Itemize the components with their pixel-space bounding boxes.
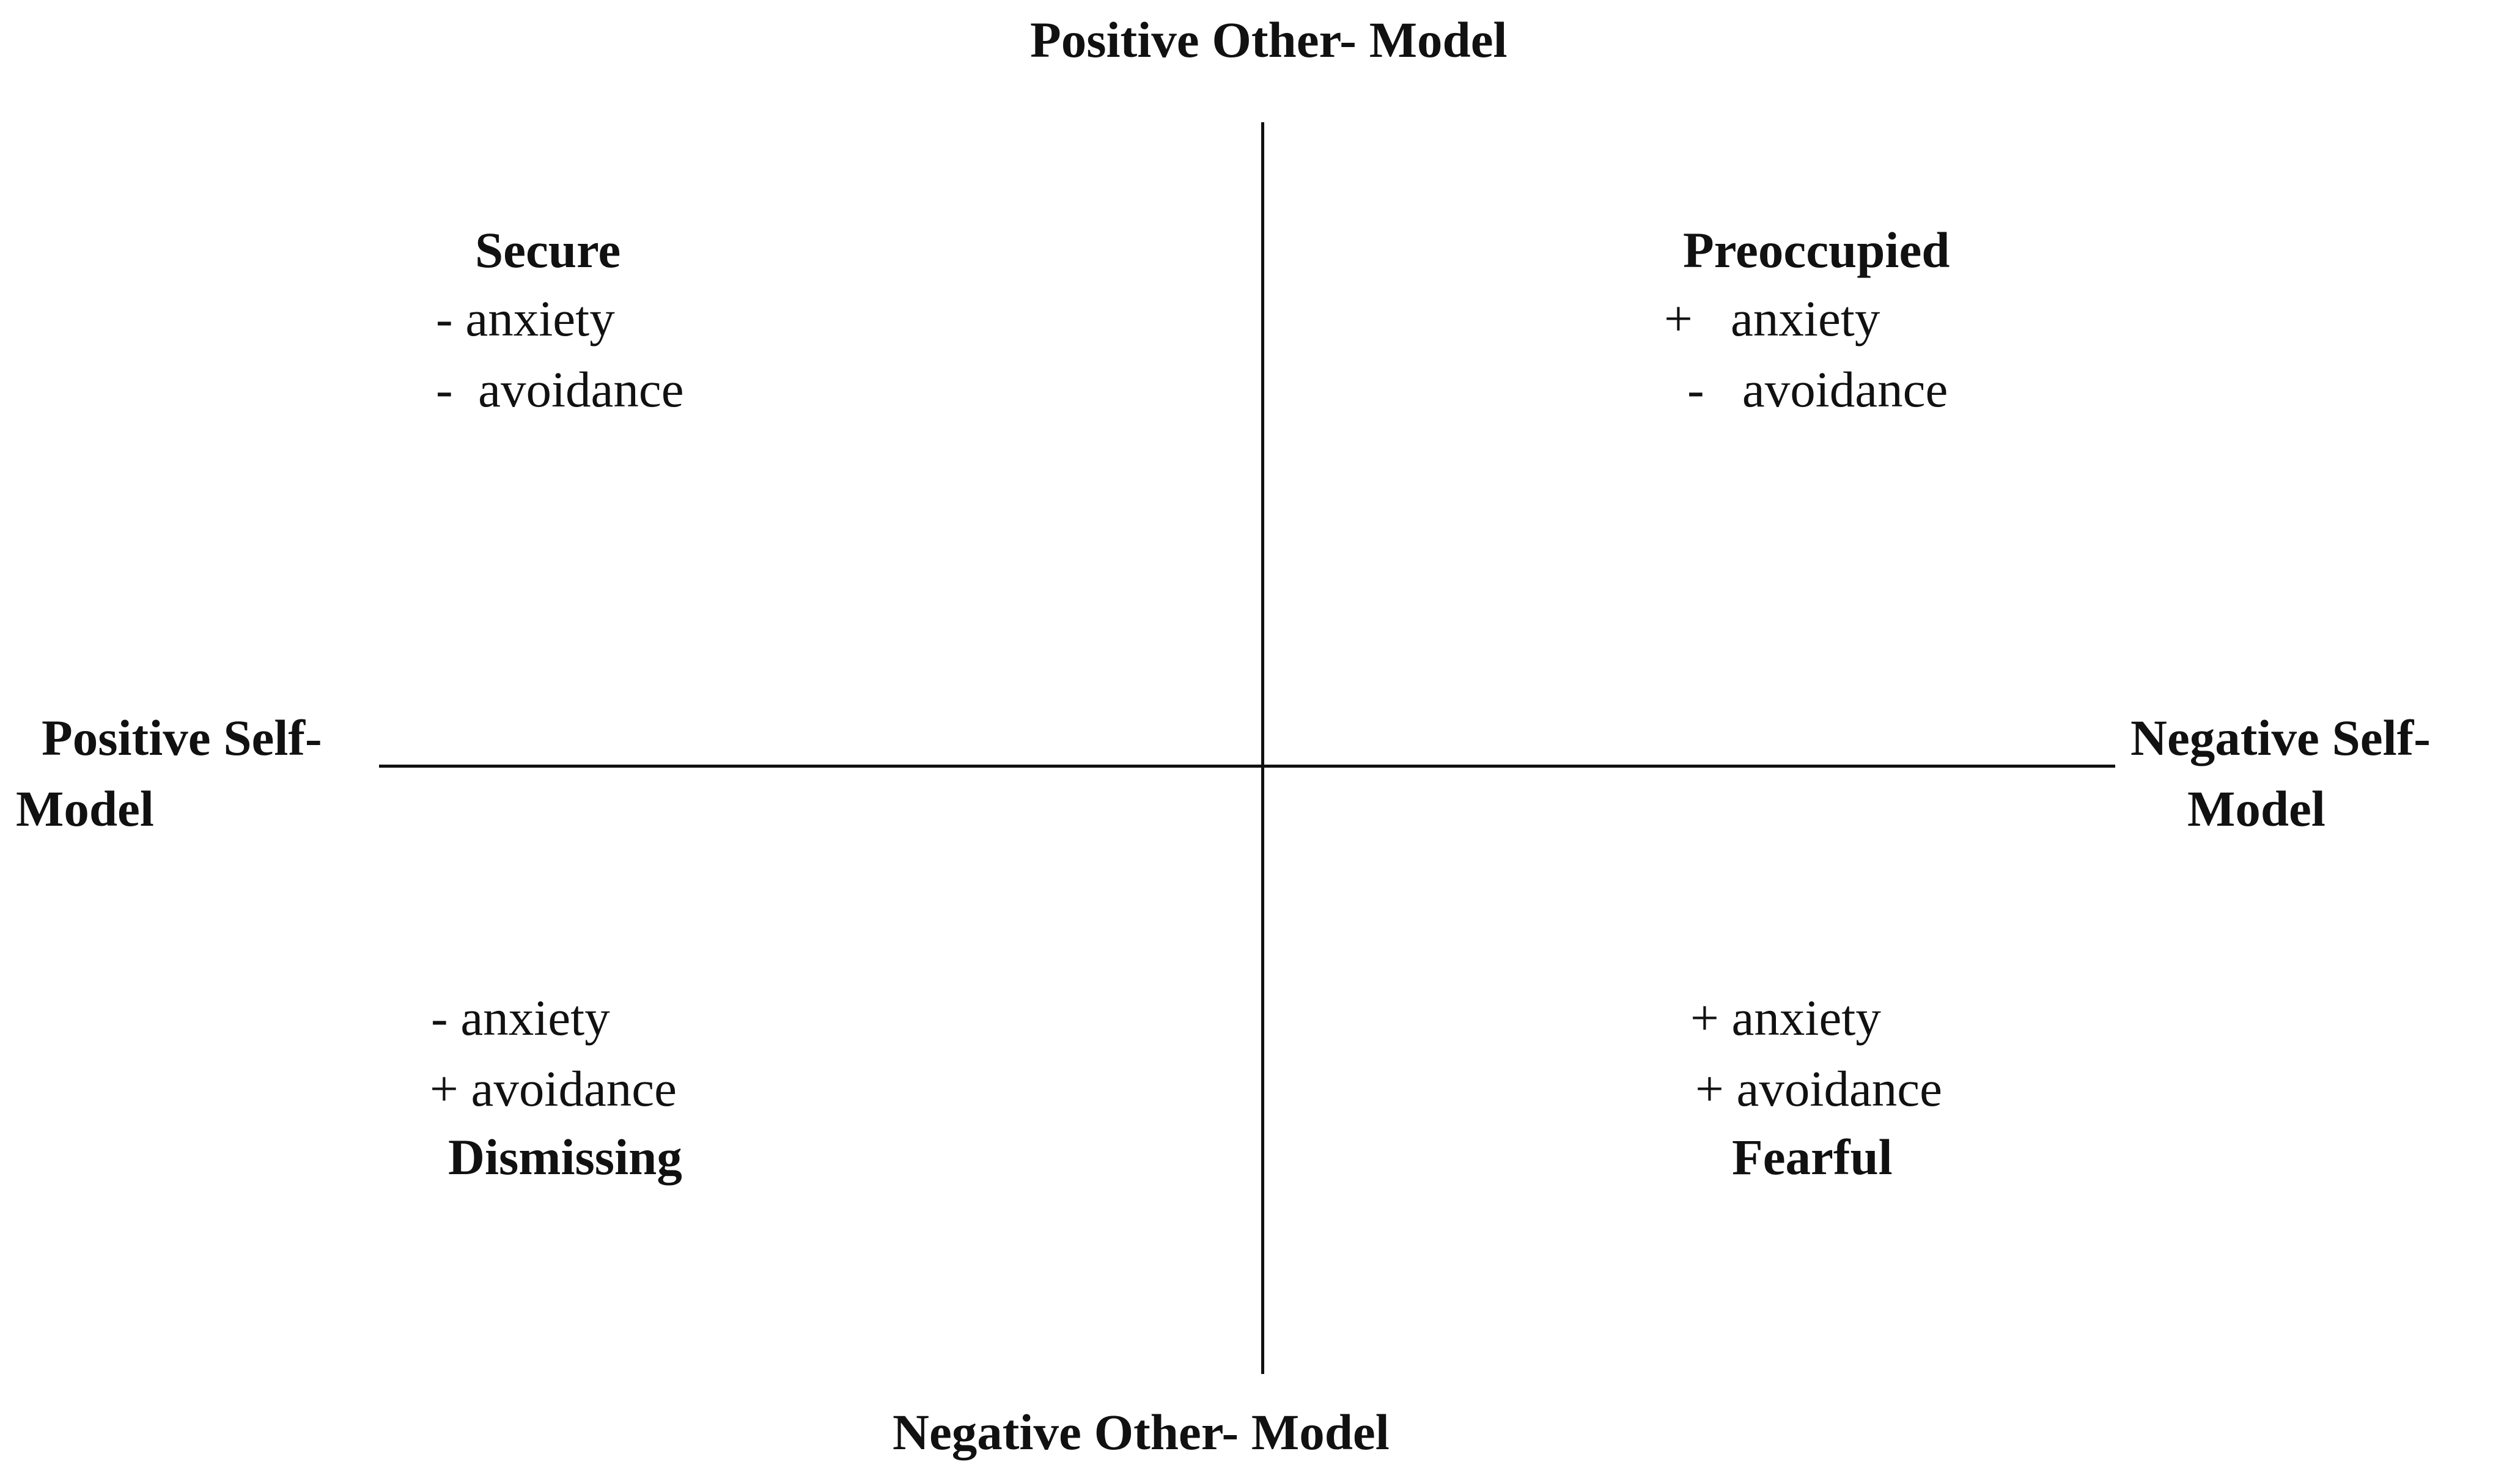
vertical-axis [1261,122,1264,1374]
axis-label-top: Positive Other- Model [1030,12,1508,68]
preoccupied-anxiety-text: + anxiety [1664,290,1880,347]
dismissing-anxiety-text: - anxiety [431,990,610,1046]
axis-label-right-line2: Model [2187,781,2325,837]
axis-label-right-line1: Negative Self- [2130,710,2431,766]
axis-label-bottom: Negative Other- Model [893,1404,1390,1460]
quadrant-title-secure: Secure [475,222,621,278]
fearful-anxiety-text: + anxiety [1690,990,1881,1046]
fearful-avoidance-text: + avoidance [1695,1060,1942,1117]
axis-label-left-line1: Positive Self- [42,710,322,766]
quadrant-title-preoccupied: Preoccupied [1683,222,1950,278]
quadrant-title-fearful: Fearful [1732,1129,1893,1185]
secure-anxiety-text: - anxiety [436,290,615,347]
preoccupied-avoidance-text: - avoidance [1687,361,1948,417]
axis-label-left-line2: Model [16,781,154,837]
dismissing-avoidance-text: + avoidance [430,1060,677,1117]
horizontal-axis [379,765,2115,768]
secure-avoidance-text: - avoidance [436,361,684,417]
quadrant-title-dismissing: Dismissing [448,1129,682,1185]
